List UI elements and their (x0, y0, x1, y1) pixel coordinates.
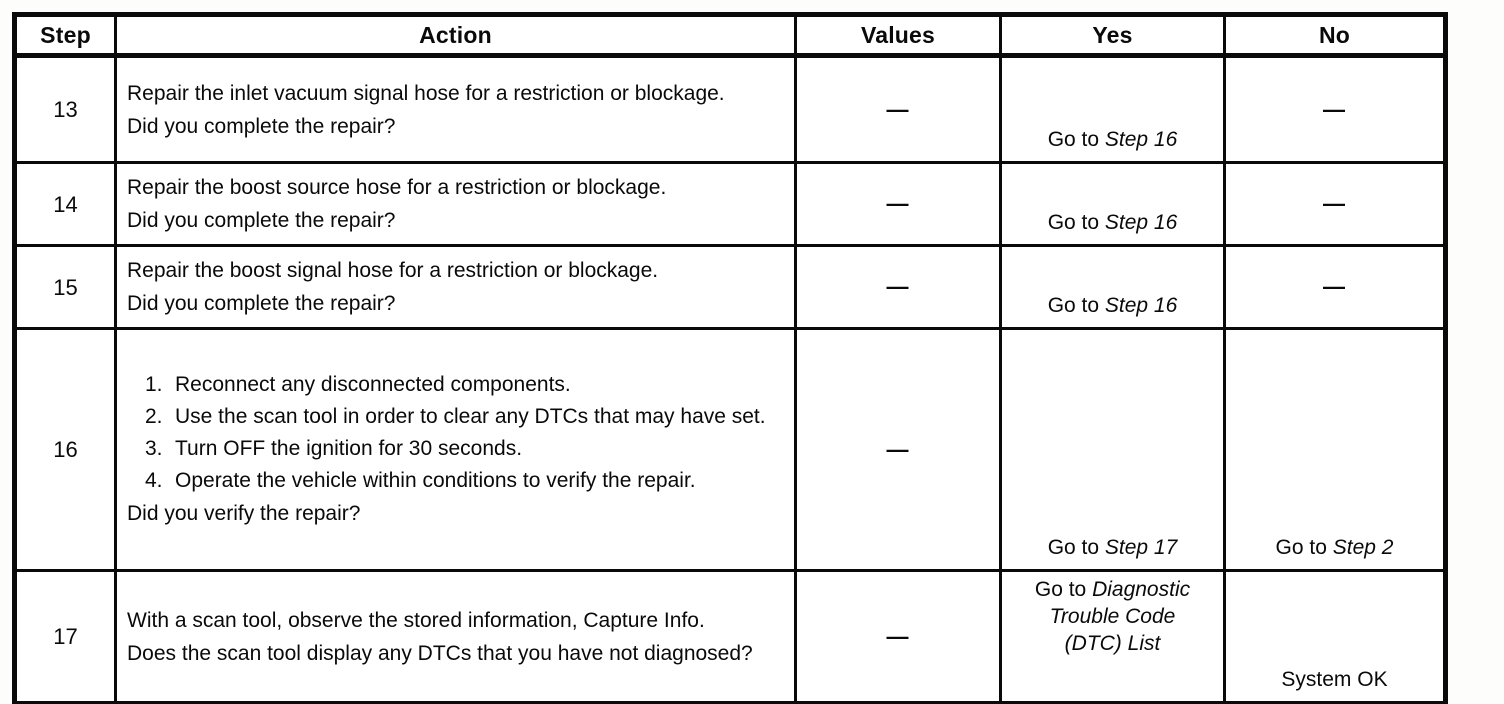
action-instruction: Repair the boost signal hose for a restr… (127, 259, 659, 282)
col-header-step: Step (13, 13, 117, 58)
list-item-text: Turn OFF the ignition for 30 seconds. (175, 437, 523, 460)
col-header-no: No (1223, 13, 1447, 58)
table-row-step-13: 13 Repair the inlet vacuum signal hose f… (13, 54, 1447, 164)
values-cell: — (794, 54, 1002, 164)
no-cell: — (1223, 244, 1447, 330)
list-item-number: 3. (145, 437, 163, 460)
action-cell: With a scan tool, observe the stored inf… (114, 569, 797, 704)
no-dash: — (1323, 191, 1346, 216)
values-cell: — (794, 327, 1002, 572)
values-dash: — (886, 623, 910, 649)
table-row-step-17: 17 With a scan tool, observe the stored … (13, 569, 1447, 704)
numbered-list-item: 2. Use the scan tool in order to clear a… (127, 403, 788, 430)
goto-prefix: Go to (1047, 294, 1105, 317)
table-row-step-14: 14 Repair the boost source hose for a re… (13, 161, 1447, 247)
step-number: 17 (13, 569, 117, 704)
no-status-text: System OK (1281, 668, 1388, 691)
goto-target: Step 16 (1104, 294, 1178, 317)
step-number: 16 (13, 327, 117, 572)
diagnostic-table: Step Action Values Yes No 13 Repair the … (12, 12, 1448, 704)
step-number: 14 (13, 161, 117, 247)
yes-goto-reference: Go to Step 16 (1048, 292, 1178, 319)
action-question: Did you complete the repair? (127, 292, 396, 315)
table-row-step-16: 16 1. Reconnect any disconnected compone… (13, 327, 1447, 572)
yes-cell: Go to Step 16 (999, 54, 1226, 164)
goto-prefix: Go to (1275, 536, 1333, 559)
goto-target: Step 16 (1104, 211, 1178, 234)
yes-goto-reference: Go to Step 16 (1048, 126, 1178, 153)
action-question: Did you complete the repair? (127, 209, 396, 232)
values-cell: — (794, 569, 1002, 704)
no-cell: — (1223, 54, 1447, 164)
values-dash: — (886, 274, 910, 299)
list-item-text: Reconnect any disconnected components. (175, 373, 571, 396)
action-cell: Repair the inlet vacuum signal hose for … (114, 54, 797, 164)
action-cell: Repair the boost source hose for a restr… (114, 161, 797, 247)
goto-target: Step 16 (1104, 128, 1178, 151)
no-dash: — (1323, 96, 1346, 122)
yes-goto-reference: Go to Diagnostic Trouble Code (DTC) List (1023, 576, 1203, 657)
values-cell: — (794, 244, 1002, 330)
list-item-number: 1. (145, 373, 163, 396)
no-cell: System OK (1223, 569, 1447, 704)
yes-goto-reference: Go to Step 16 (1048, 209, 1178, 236)
values-dash: — (886, 191, 910, 216)
action-instruction: Repair the inlet vacuum signal hose for … (127, 81, 725, 105)
action-question: Did you verify the repair? (127, 502, 361, 525)
action-instruction: With a scan tool, observe the stored inf… (127, 608, 705, 632)
action-instruction: Repair the boost source hose for a restr… (127, 176, 667, 199)
goto-target: Step 17 (1104, 536, 1178, 559)
numbered-list-item: 4. Operate the vehicle within conditions… (127, 467, 788, 494)
col-header-action: Action (114, 13, 797, 58)
yes-cell: Go to Step 17 (999, 327, 1226, 572)
values-cell: — (794, 161, 1002, 247)
step-number: 15 (13, 244, 117, 330)
no-cell: — (1223, 161, 1447, 247)
yes-goto-reference: Go to Step 17 (1048, 534, 1178, 561)
col-header-values: Values (794, 13, 1002, 58)
list-item-text: Operate the vehicle within conditions to… (175, 469, 696, 492)
action-question: Does the scan tool display any DTCs that… (127, 641, 753, 665)
no-cell: Go to Step 2 (1223, 327, 1447, 572)
yes-cell: Go to Diagnostic Trouble Code (DTC) List (999, 569, 1226, 704)
numbered-list-item: 1. Reconnect any disconnected components… (127, 371, 788, 398)
goto-target: Step 2 (1332, 536, 1394, 559)
step-number: 13 (13, 54, 117, 164)
table-row-step-15: 15 Repair the boost signal hose for a re… (13, 244, 1447, 330)
col-header-yes: Yes (999, 13, 1226, 58)
goto-prefix: Go to (1047, 128, 1105, 151)
goto-prefix: Go to (1047, 536, 1105, 559)
values-dash: — (886, 436, 910, 462)
goto-prefix: Go to (1047, 211, 1105, 234)
yes-cell: Go to Step 16 (999, 161, 1226, 247)
no-goto-reference: Go to Step 2 (1276, 534, 1394, 561)
values-dash: — (886, 96, 910, 122)
action-question: Did you complete the repair? (127, 114, 396, 138)
no-dash: — (1323, 274, 1346, 299)
numbered-list-item: 3. Turn OFF the ignition for 30 seconds. (127, 435, 788, 462)
list-item-number: 2. (145, 405, 163, 428)
list-item-text: Use the scan tool in order to clear any … (175, 405, 766, 428)
action-cell: 1. Reconnect any disconnected components… (114, 327, 797, 572)
list-item-number: 4. (145, 469, 163, 492)
action-cell: Repair the boost signal hose for a restr… (114, 244, 797, 330)
goto-target: Diagnostic Trouble Code (DTC) List (1049, 578, 1191, 655)
goto-prefix: Go to (1034, 578, 1093, 601)
yes-cell: Go to Step 16 (999, 244, 1226, 330)
header-row: Step Action Values Yes No (13, 13, 1447, 58)
